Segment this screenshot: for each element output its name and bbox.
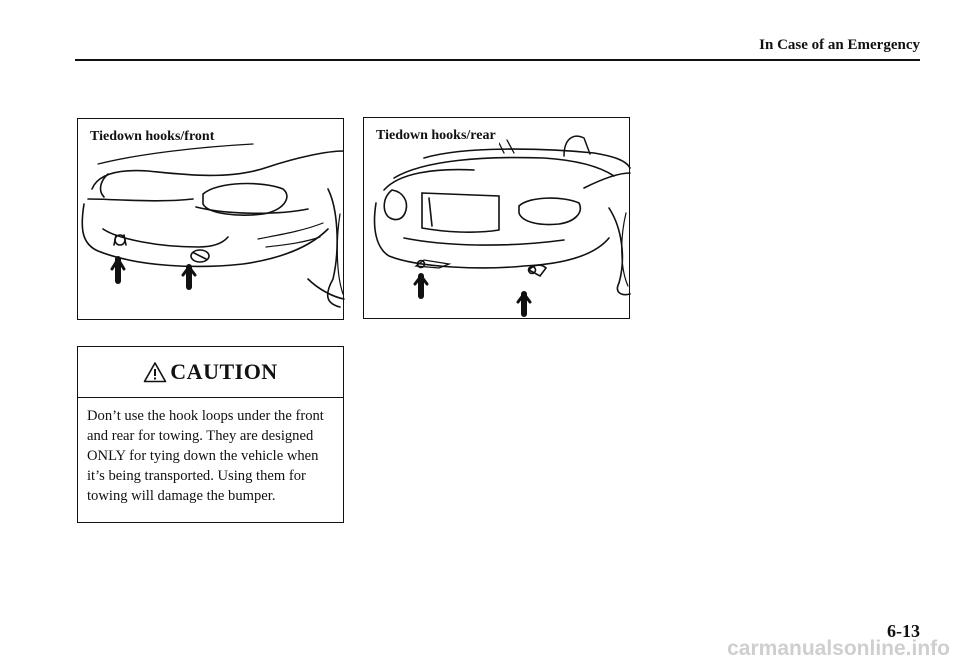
caution-header: CAUTION [78,347,343,398]
rear-tiedown-figure: Tiedown hooks/rear [363,117,631,319]
watermark: carmanualsonline.info [727,637,950,660]
warning-triangle-icon [143,362,167,383]
caution-title: CAUTION [170,359,278,384]
front-tiedown-figure: Tiedown hooks/front [77,118,345,320]
front-figure-caption: Tiedown hooks/front [90,129,218,145]
front-car-illustration [81,143,345,308]
header-rule [75,59,920,61]
caution-box: CAUTION Don’t use the hook loops under t… [77,346,344,523]
rear-car-illustration [373,135,631,317]
caution-text: Don’t use the hook loops under the front… [87,408,324,504]
page-number: 6-13 [887,621,920,641]
page-header-title: In Case of an Emergency [759,37,920,53]
rear-figure-caption: Tiedown hooks/rear [376,128,499,144]
